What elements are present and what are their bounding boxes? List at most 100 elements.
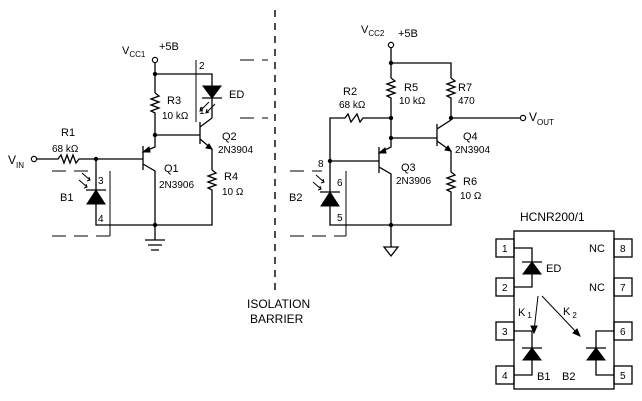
r1-name: R1 bbox=[61, 127, 75, 139]
q4-collector bbox=[436, 119, 452, 130]
pkg-nc-label-8: NC bbox=[589, 243, 605, 255]
pkg-led-symbol bbox=[522, 261, 542, 275]
q3-name: Q3 bbox=[401, 162, 416, 174]
q2-part: 2N3904 bbox=[218, 145, 253, 156]
pkg-pd2-wire-top bbox=[595, 330, 614, 348]
pkg-pin-1: 1 bbox=[502, 244, 508, 255]
vin-terminal bbox=[30, 155, 38, 163]
package-body bbox=[513, 230, 615, 390]
pkg-pin-2: 2 bbox=[502, 283, 508, 294]
pkg-led-cathode-wire bbox=[514, 274, 533, 288]
pkg-pd2-symbol bbox=[586, 347, 606, 361]
pkg-pin-6: 6 bbox=[620, 327, 626, 338]
vcc2-to-r7-wire bbox=[391, 62, 452, 78]
pin-8-box bbox=[613, 238, 633, 258]
left-circuit: VCC1 +5B R3 10 kΩ ED Q2 2N3904 R4 10 Ω bbox=[8, 41, 268, 251]
r2-name: R2 bbox=[343, 86, 357, 98]
q4-name: Q4 bbox=[463, 131, 478, 143]
vcc1-label: VCC1 bbox=[122, 45, 146, 59]
led-label: ED bbox=[229, 89, 244, 101]
gnd2-symbol bbox=[382, 246, 400, 258]
r4-name: R4 bbox=[224, 171, 238, 183]
right-circuit: VCC2 +5B R5 10 kΩ R7 470 R2 68 kΩ VOUT Q… bbox=[289, 24, 554, 258]
vout-terminal bbox=[519, 114, 527, 122]
r7-resistor bbox=[445, 77, 457, 118]
pd1-label: B1 bbox=[60, 192, 73, 204]
opto-pd-boundary bbox=[52, 170, 112, 237]
pkg-k1-arrowhead bbox=[530, 325, 538, 335]
r4-value: 10 Ω bbox=[222, 187, 244, 198]
vcc1-to-led-wire bbox=[155, 73, 213, 86]
pkg-led-anode-wire bbox=[514, 247, 533, 262]
pin-5-label: 5 bbox=[337, 213, 343, 224]
r1-value: 68 kΩ bbox=[52, 144, 79, 155]
r7-value: 470 bbox=[458, 96, 475, 107]
pd2-light-arrow-2 bbox=[315, 174, 325, 184]
led-emission-arrow-2 bbox=[205, 103, 216, 114]
r2-junction bbox=[388, 115, 394, 121]
q2-base-junction bbox=[152, 132, 158, 138]
pkg-k1-arrow bbox=[533, 295, 539, 332]
vcc2-terminal bbox=[387, 41, 395, 49]
r2-resistor bbox=[329, 112, 391, 161]
pkg-pd1-symbol bbox=[522, 347, 542, 361]
r6-name: R6 bbox=[463, 176, 477, 188]
r3-value: 10 kΩ bbox=[162, 111, 189, 122]
r7-name: R7 bbox=[458, 82, 472, 94]
r5-value: 10 kΩ bbox=[399, 96, 426, 107]
pkg-k2-arrowhead bbox=[572, 328, 581, 337]
r3-resistor bbox=[149, 92, 161, 142]
opto-left-boundary-top bbox=[240, 59, 268, 119]
pkg-nc-label-7: NC bbox=[589, 282, 605, 294]
pkg-pin-3: 3 bbox=[502, 327, 508, 338]
pkg-b1-label: B1 bbox=[537, 371, 550, 383]
q3-part: 2N3906 bbox=[396, 176, 431, 187]
led-emission-arrow-1 bbox=[199, 101, 210, 112]
q1-collector bbox=[142, 163, 156, 240]
r2-value: 68 kΩ bbox=[339, 100, 366, 111]
q3-emitter-arrow bbox=[377, 147, 387, 154]
vin-label: VIN bbox=[8, 153, 24, 170]
q1-emitter-arrow bbox=[141, 146, 151, 153]
pkg-pd1-wire-top bbox=[514, 330, 533, 348]
pin-8-label: 8 bbox=[318, 159, 324, 170]
pin-7-box bbox=[613, 277, 633, 297]
pkg-pin-8: 8 bbox=[620, 244, 626, 255]
q4-emitter-arrow bbox=[444, 145, 452, 152]
pkg-led-label: ED bbox=[546, 263, 561, 275]
opto-pd2-boundary bbox=[290, 170, 346, 237]
vout-label: VOUT bbox=[529, 110, 554, 127]
pkg-pin-4: 4 bbox=[502, 371, 508, 382]
pkg-k2-arrow bbox=[541, 295, 579, 335]
pkg-pin-5: 5 bbox=[620, 371, 626, 382]
q2-name: Q2 bbox=[222, 131, 237, 143]
r1-resistor bbox=[37, 153, 143, 165]
pkg-pd2-wire-bottom bbox=[595, 360, 614, 376]
pkg-b2-label: B2 bbox=[562, 371, 575, 383]
pin-3-label: 3 bbox=[98, 176, 104, 187]
pkg-pd1-wire-bottom bbox=[514, 360, 533, 376]
led-symbol bbox=[202, 85, 222, 99]
barrier-label-line1: ISOLATION bbox=[247, 297, 310, 311]
pd2-symbol bbox=[320, 191, 340, 207]
pd1-light-arrow-1 bbox=[78, 179, 88, 189]
pd1-light-arrow-2 bbox=[81, 172, 91, 182]
q2-collector bbox=[199, 117, 213, 128]
r6-resistor bbox=[391, 171, 457, 226]
pin-6-label: 6 bbox=[337, 178, 343, 189]
gnd1-symbol bbox=[145, 239, 165, 251]
vcc2-value: +5B bbox=[398, 28, 418, 40]
pd2-light-arrow-1 bbox=[312, 181, 322, 191]
vcc1-value: +5B bbox=[159, 41, 179, 53]
vcc2-label: VCC2 bbox=[361, 24, 385, 38]
pd2-anode-wire bbox=[329, 206, 391, 226]
q4-part: 2N3904 bbox=[455, 145, 490, 156]
q3-collector bbox=[378, 166, 392, 247]
q2-emitter-arrow bbox=[205, 143, 213, 150]
pin-4-label: 4 bbox=[98, 214, 104, 225]
pd2-label: B2 bbox=[289, 192, 302, 204]
